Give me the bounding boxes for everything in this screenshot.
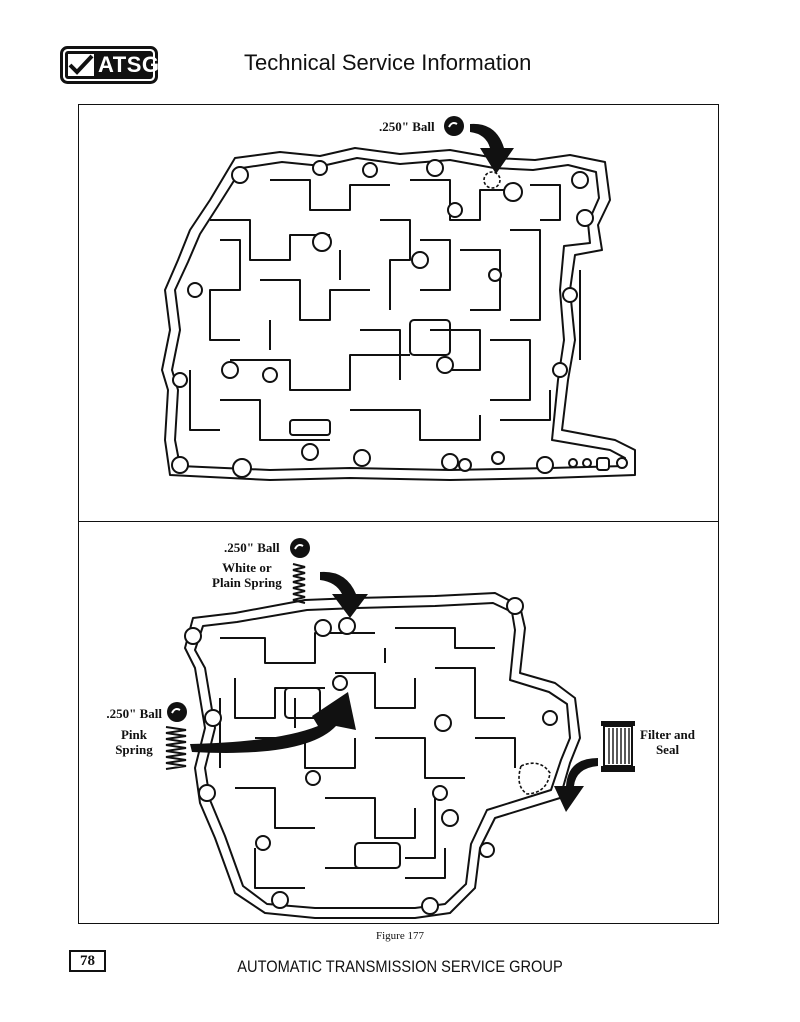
- top-checkball-icon: [443, 115, 467, 139]
- figure-divider: [78, 521, 719, 522]
- atsg-logo: ATSG: [60, 46, 160, 84]
- logo-text: ATSG: [98, 52, 160, 77]
- figure-frame: [78, 104, 719, 924]
- page-title: Technical Service Information: [244, 50, 532, 75]
- top-arrow-icon: [466, 118, 526, 178]
- atsg-logo-icon: [60, 46, 158, 84]
- bottom-left-ball-label: .250" Ball: [106, 706, 162, 721]
- filter-icon: [600, 720, 636, 778]
- white-plain-spring-label: White or Plain Spring: [212, 560, 282, 590]
- bottom-left-checkball-icon: [166, 701, 190, 725]
- footer-title: AUTOMATIC TRANSMISSION SERVICE GROUP: [237, 957, 563, 976]
- pink-spring-icon: [164, 725, 188, 771]
- bottom-valve-body-drawing: [184, 592, 581, 919]
- filter-seal-label-line1: Filter and: [640, 727, 696, 742]
- filter-seal-label-line2: Seal: [655, 742, 680, 757]
- pink-spring-label: Pink Spring: [112, 727, 156, 757]
- pink-spring-label-line2: Spring: [115, 742, 153, 757]
- top-valve-body-diagram: [150, 140, 650, 490]
- filter-arrow-icon: [548, 756, 600, 814]
- white-spring-icon: [289, 562, 309, 606]
- bottom-top-ball-label: .250" Ball: [224, 540, 280, 555]
- pink-spring-label-line1: Pink: [120, 727, 147, 742]
- filter-seal-label: Filter and Seal: [640, 727, 695, 757]
- bottom-valve-body-diagram: [175, 588, 595, 923]
- top-valve-body-drawing: [161, 147, 636, 481]
- page-number: 78: [69, 950, 106, 972]
- top-ball-label: .250" Ball: [379, 119, 435, 134]
- white-plain-spring-label-line2: Plain Spring: [212, 575, 282, 590]
- white-plain-spring-label-line1: White or: [222, 560, 272, 575]
- bottom-top-arrow-icon: [318, 568, 380, 620]
- bottom-left-arrow-icon: [188, 686, 364, 770]
- figure-caption: Figure 177: [376, 930, 424, 942]
- bottom-top-checkball-icon: [289, 537, 313, 561]
